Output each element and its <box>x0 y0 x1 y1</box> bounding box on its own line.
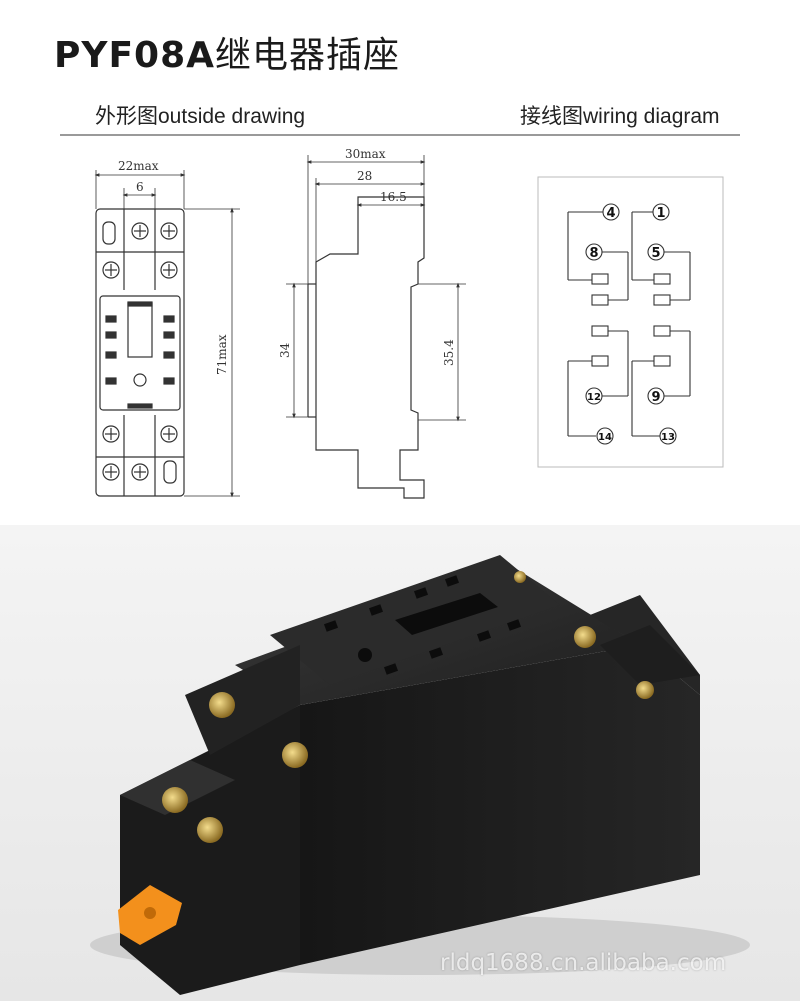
screw-photo-4 <box>197 817 223 843</box>
side-view <box>286 155 466 499</box>
dim-right-height: 35.4 <box>442 339 456 366</box>
outside-drawing-heading: 外形图outside drawing <box>95 105 306 128</box>
screw-top-3 <box>102 261 120 279</box>
page-title: PYF08A继电器插座 <box>54 26 400 78</box>
screw-photo-7 <box>514 571 526 583</box>
wiring-diagram <box>537 176 724 468</box>
screw-bottom-3 <box>102 463 120 481</box>
terminal-9: 9 <box>651 390 660 405</box>
screw-bottom-4 <box>131 463 149 481</box>
watermark: rldq1688.cn.alibaba.com <box>440 950 727 976</box>
technical-drawings: 22max 6 71max 30max 28 16.5 34 35.4 <box>94 147 724 499</box>
dim-pitch: 6 <box>136 180 144 194</box>
screw-photo-1 <box>209 692 235 718</box>
terminal-12: 12 <box>587 392 601 403</box>
dim-left-height: 34 <box>278 342 292 358</box>
screw-top-1 <box>131 222 149 240</box>
dim-side-width: 30max <box>345 147 386 161</box>
screw-photo-6 <box>636 681 654 699</box>
model-number: PYF08A <box>54 35 216 76</box>
terminal-14: 14 <box>598 432 612 443</box>
screw-bottom-2 <box>160 425 178 443</box>
dim-height: 71max <box>215 334 229 375</box>
screw-bottom-1 <box>102 425 120 443</box>
screw-top-4 <box>160 261 178 279</box>
screw-photo-2 <box>282 742 308 768</box>
screw-photo-5 <box>574 626 596 648</box>
dim-rail-offset: 16.5 <box>380 190 407 204</box>
product-name: 继电器插座 <box>215 35 401 76</box>
relay-socket-illustration <box>90 555 750 995</box>
header-divider <box>60 134 740 136</box>
wiring-diagram-heading: 接线图wiring diagram <box>520 105 720 128</box>
terminal-5: 5 <box>651 246 660 261</box>
terminal-4: 4 <box>606 206 615 221</box>
terminal-13: 13 <box>661 432 675 443</box>
terminal-1: 1 <box>656 206 665 221</box>
front-view <box>94 170 240 498</box>
product-photo <box>0 525 800 1001</box>
screw-photo-3 <box>162 787 188 813</box>
terminal-8: 8 <box>589 246 598 261</box>
dim-side-inner: 28 <box>357 169 372 183</box>
dim-front-width: 22max <box>118 159 159 173</box>
screw-top-2 <box>160 222 178 240</box>
